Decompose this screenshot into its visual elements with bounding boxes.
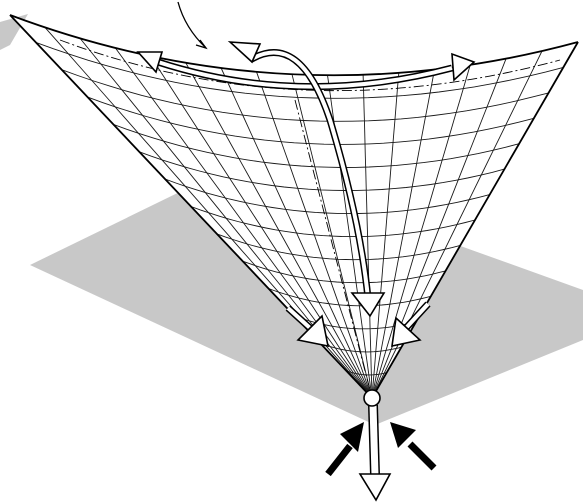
- right-push-arrow: [390, 422, 434, 468]
- push-arrows: [328, 422, 434, 474]
- apex-node: [364, 390, 380, 406]
- pointer-line: [178, 2, 206, 48]
- left-push-arrow: [328, 422, 364, 474]
- pointer-arrowhead: [196, 40, 206, 48]
